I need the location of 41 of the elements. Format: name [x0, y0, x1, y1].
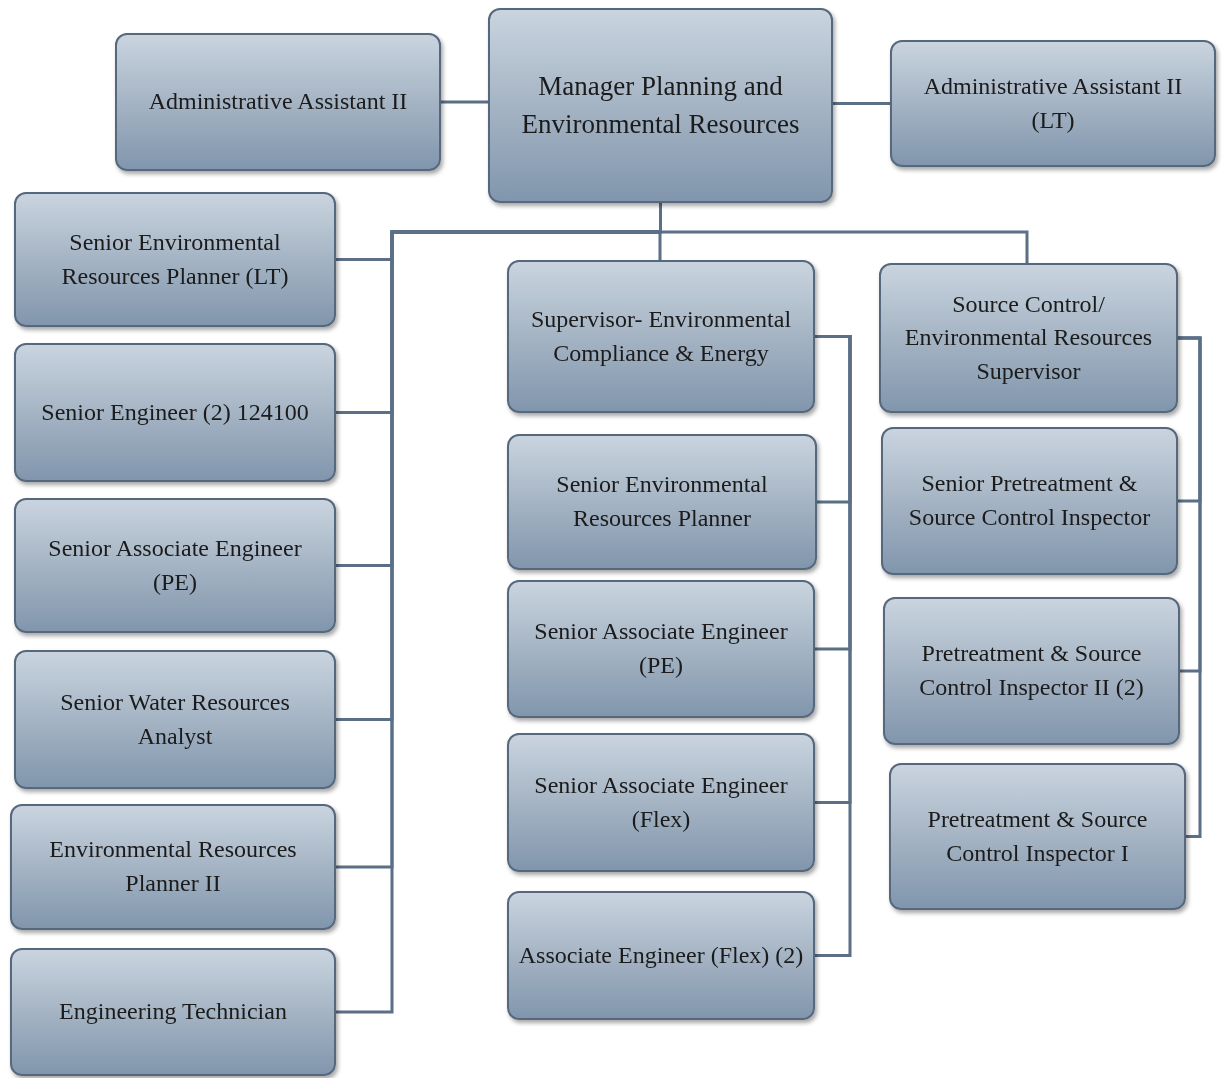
- org-box: [507, 260, 815, 413]
- job-title: Associate Engineer (Flex) (2): [518, 940, 804, 970]
- org-box: [115, 33, 441, 171]
- job-title: Senior Environmental Resources Planner (LT): [60, 227, 290, 291]
- org-box: [14, 650, 336, 789]
- job-title: Engineering Technician: [59, 997, 287, 1027]
- connector-line: [815, 335, 852, 957]
- job-title: Administrative Assistant II (LT): [922, 71, 1184, 135]
- job-title: Senior Associate Engineer (Flex): [533, 770, 789, 834]
- org-box: [883, 597, 1180, 745]
- job-title: Pretreatment & Source Control Inspector II (2): [918, 639, 1145, 702]
- job-title: Supervisor- Environmental Compliance & Energy: [529, 304, 793, 368]
- job-title: Pretreatment & Source Control Inspector I: [926, 804, 1149, 868]
- job-title: Administrative Assistant II: [148, 87, 408, 117]
- org-box: [890, 40, 1216, 167]
- job-title: Source Control/ Environmental Resources Supervisor: [903, 289, 1154, 386]
- job-title: Senior Associate Engineer (PE): [47, 533, 303, 597]
- org-box: [14, 498, 336, 633]
- org-box: [10, 804, 336, 930]
- org-box: [10, 948, 336, 1076]
- org-box: [14, 343, 336, 482]
- connector-line: [833, 102, 890, 105]
- job-title: Senior Environmental Resources Planner: [555, 470, 769, 533]
- org-box: [507, 580, 815, 718]
- org-box: [507, 733, 815, 872]
- connector-line: [659, 203, 1029, 263]
- job-title: Senior Pretreatment & Source Control Inspector: [907, 469, 1152, 532]
- org-box: [488, 8, 833, 203]
- org-box: [14, 192, 336, 327]
- job-title: Senior Associate Engineer (PE): [533, 617, 789, 680]
- job-title: Senior Water Resources Analyst: [59, 687, 291, 751]
- connector-line: [1178, 336, 1202, 838]
- job-title: Senior Engineer (2) 124100: [41, 397, 309, 427]
- job-title: Manager Planning and Environmental Resources: [520, 69, 801, 141]
- job-title: Environmental Resources Planner II: [48, 835, 298, 898]
- org-box: [507, 434, 817, 570]
- org-box: [889, 763, 1186, 910]
- org-box: [879, 263, 1178, 413]
- org-box: [507, 891, 815, 1020]
- org-box: [881, 427, 1178, 575]
- connector-line: [441, 100, 488, 104]
